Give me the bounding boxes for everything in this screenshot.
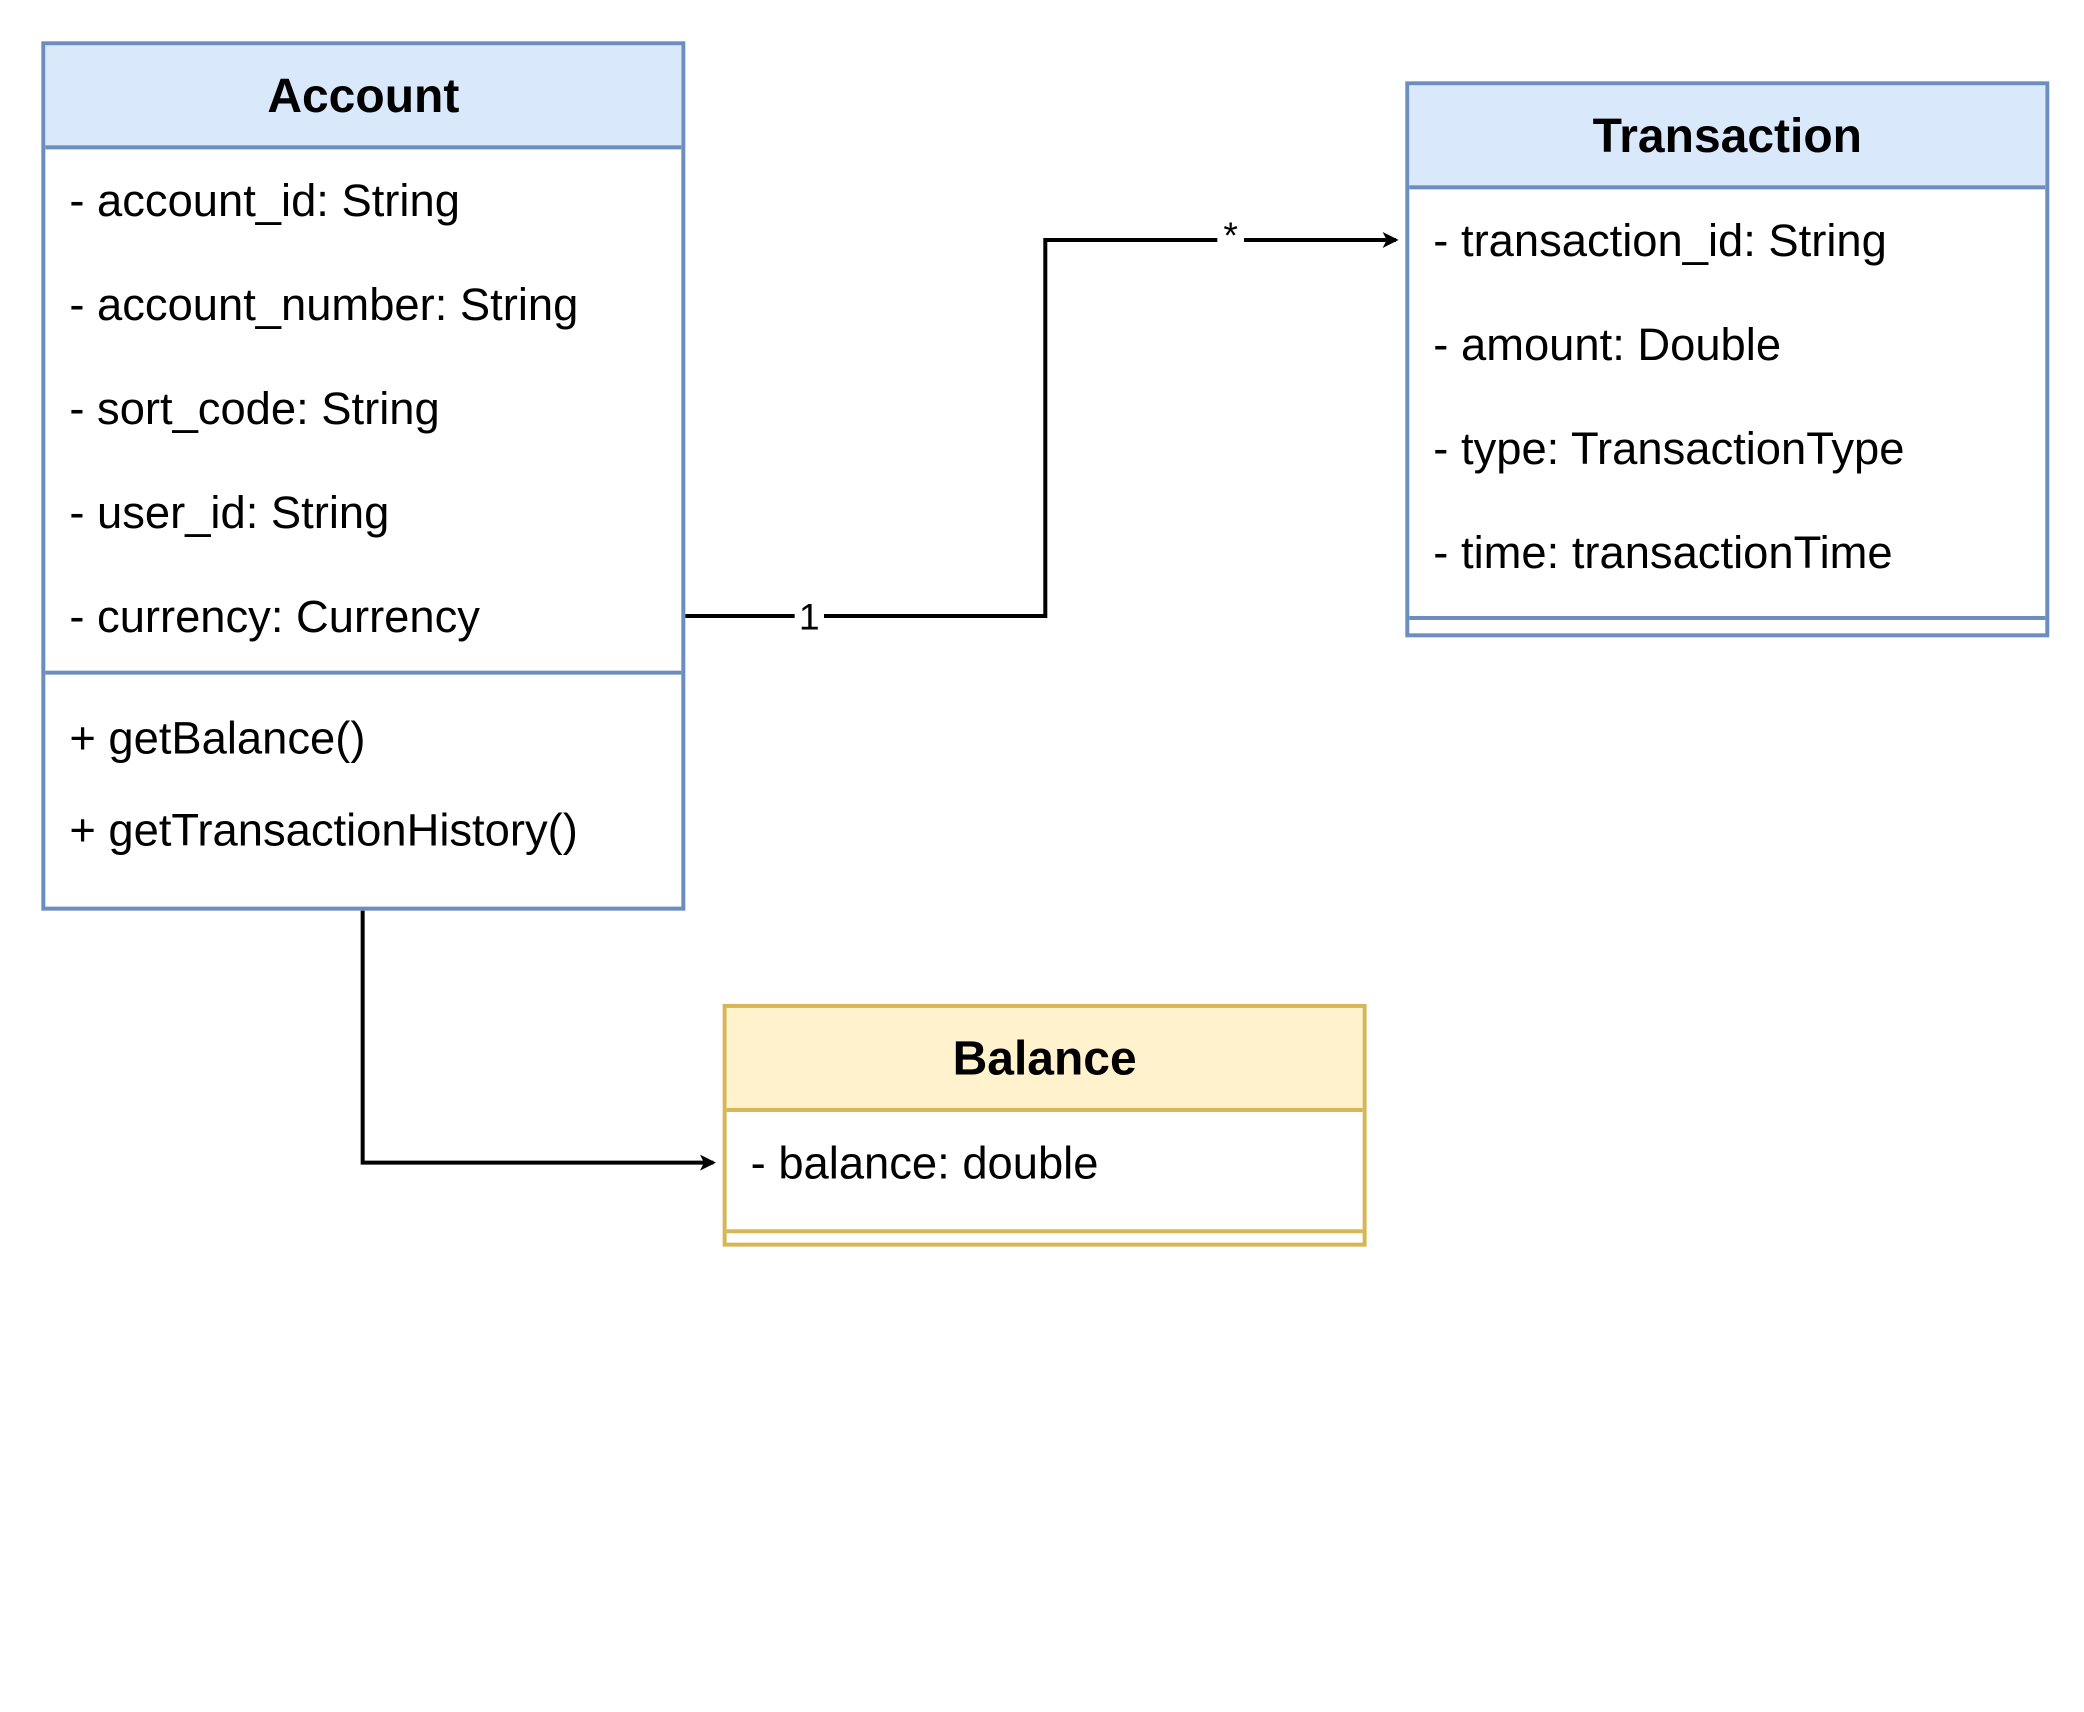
balance-class-title: Balance: [726, 1007, 1363, 1112]
transaction-class[interactable]: Transaction - transaction_id: String - a…: [1405, 81, 2050, 638]
connectors-layer: 1 *: [360, 213, 1399, 1171]
target-multiplicity-bg: [1217, 213, 1244, 254]
target-multiplicity-label: *: [1223, 214, 1238, 256]
account-attribute: - sort_code: String: [69, 383, 440, 434]
account-attribute: - account_number: String: [69, 279, 579, 330]
account-attribute: - account_id: String: [69, 175, 460, 226]
transaction-attribute: - transaction_id: String: [1433, 215, 1887, 266]
transaction-attribute: - type: TransactionType: [1433, 423, 1905, 474]
account-transaction-association: [683, 231, 1399, 618]
balance-divider: [726, 1229, 1363, 1234]
source-multiplicity-label: 1: [799, 595, 820, 637]
transaction-attribute: - amount: Double: [1433, 319, 1782, 370]
balance-class[interactable]: Balance - balance: double: [722, 1003, 1367, 1247]
transaction-attribute: - time: transactionTime: [1433, 527, 1893, 578]
balance-attribute: - balance: double: [750, 1137, 1099, 1189]
account-balance-association: [360, 909, 716, 1171]
source-multiplicity-bg: [794, 594, 824, 638]
transaction-divider: [1409, 615, 2046, 620]
account-attribute: - currency: Currency: [69, 591, 480, 643]
account-class-title: Account: [45, 45, 682, 150]
transaction-class-title: Transaction: [1409, 85, 2046, 190]
account-method: + getTransactionHistory(): [69, 804, 578, 856]
account-method: + getBalance(): [69, 713, 366, 764]
account-class[interactable]: Account - account_id: String - account_n…: [41, 41, 686, 911]
account-divider: [45, 670, 682, 691]
account-attribute: - user_id: String: [69, 487, 390, 538]
